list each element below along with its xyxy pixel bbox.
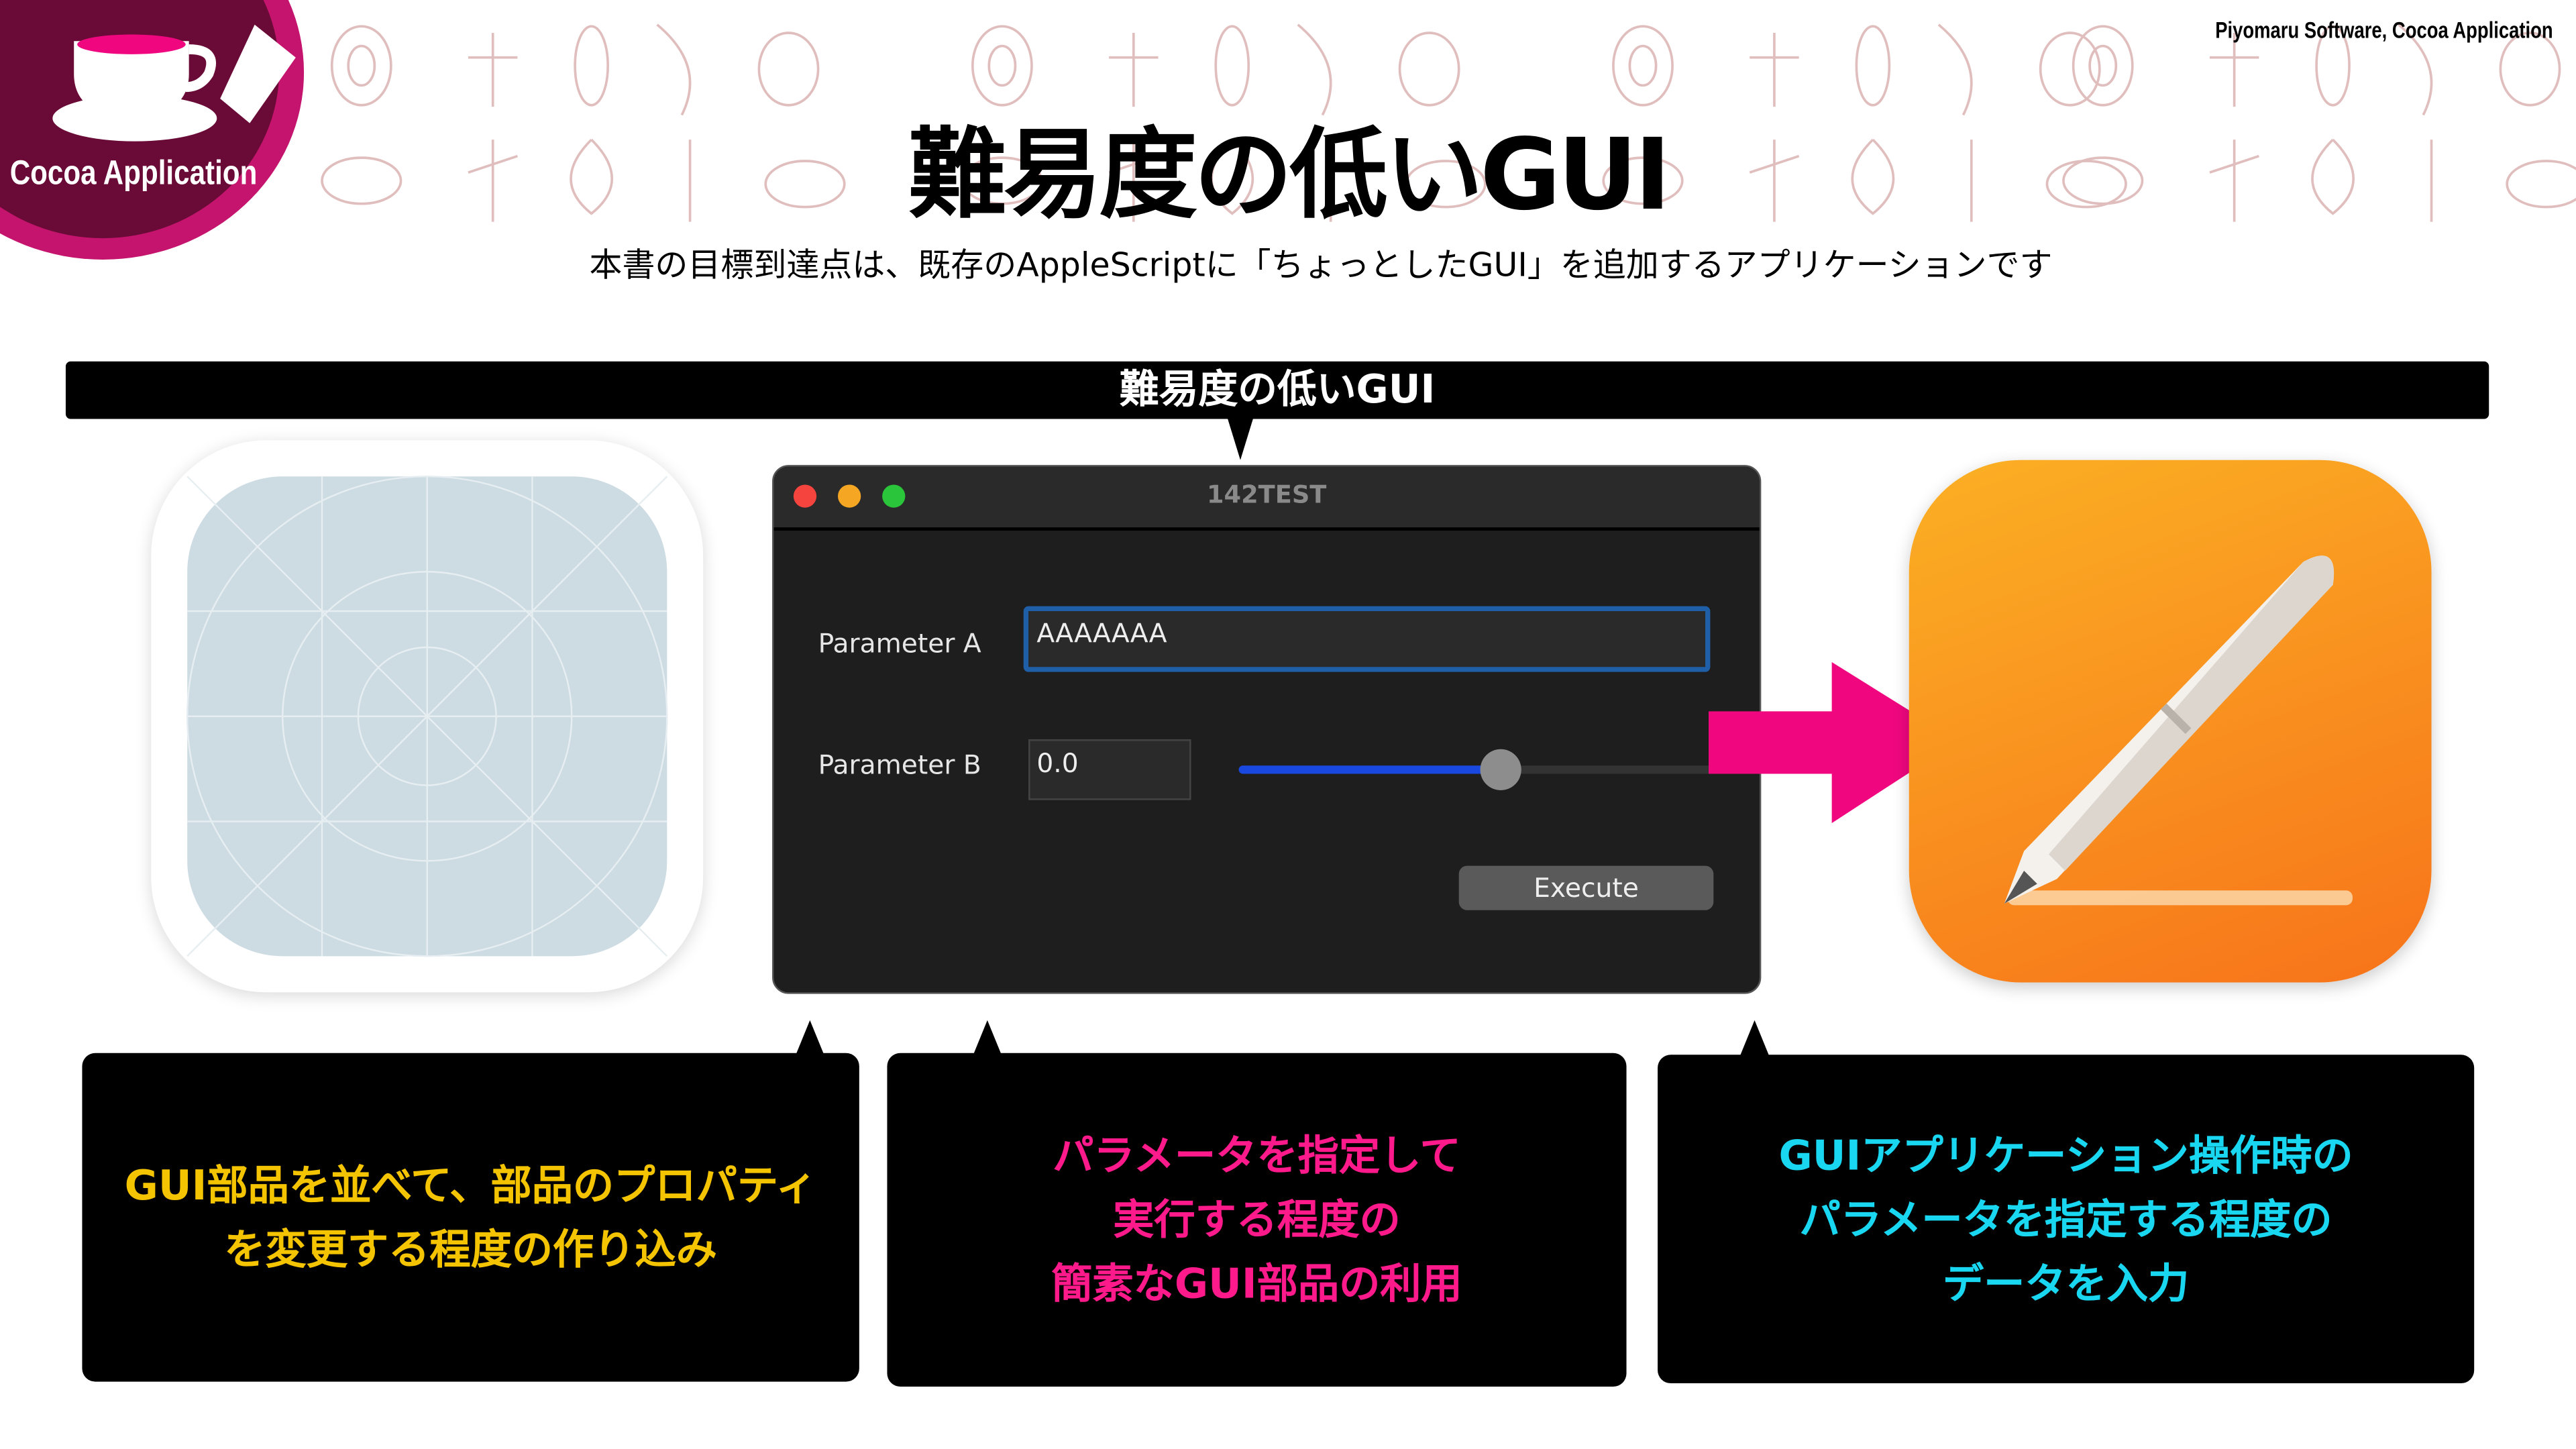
callout-line: GUI部品を並べて、部品のプロパティ	[124, 1161, 817, 1210]
logo-text: Cocoa Application	[9, 154, 258, 193]
page-subtitle: 本書の目標到達点は、既存のAppleScriptに「ちょっとしたGUI」を追加す…	[589, 244, 2053, 284]
close-button[interactable]	[793, 484, 817, 508]
parameter-b-slider[interactable]	[1238, 749, 1760, 790]
callout-line: データを入力	[1942, 1259, 2190, 1307]
callout-line: 実行する程度の	[1113, 1195, 1401, 1244]
coffee-cup-icon	[52, 24, 296, 142]
callout-line: を変更する程度の作り込み	[224, 1225, 717, 1273]
slider-knob[interactable]	[1479, 749, 1521, 790]
credit-text: Piyomaru Software, Cocoa Application	[2215, 16, 2553, 43]
box-pointer	[795, 1020, 825, 1057]
arrow-right-icon	[1708, 661, 1959, 823]
callout-line: GUIアプリケーション操作時の	[1778, 1131, 2353, 1179]
band-pointer	[1227, 417, 1254, 460]
parameter-a-label: Parameter A	[818, 627, 981, 659]
cocoa-pattern-background	[321, 23, 2576, 223]
minimize-button[interactable]	[837, 484, 861, 508]
page-title: 難易度の低いGUI	[908, 118, 1671, 233]
callout-line: パラメータを指定する程度の	[1799, 1195, 2332, 1243]
callout-box-center: パラメータを指定して実行する程度の簡素なGUI部品の利用	[887, 1053, 1627, 1387]
execute-button[interactable]: Execute	[1458, 865, 1714, 910]
callout-line: パラメータを指定して	[1053, 1132, 1461, 1180]
box-pointer	[1739, 1020, 1770, 1057]
box-pointer	[972, 1020, 1002, 1057]
zoom-button[interactable]	[882, 484, 906, 508]
slider-fill	[1238, 765, 1499, 774]
window-title: 142TEST	[1206, 480, 1327, 510]
section-band: 難易度の低いGUI	[65, 361, 2489, 419]
callout-box-left: GUI部品を並べて、部品のプロパティを変更する程度の作り込み	[82, 1053, 859, 1382]
parameter-a-input[interactable]: AAAAAAA	[1023, 606, 1711, 672]
pages-app-icon	[1909, 460, 2432, 983]
window-titlebar[interactable]: 142TEST	[773, 466, 1760, 531]
app-icon-template	[151, 440, 704, 993]
callout-box-right: GUIアプリケーション操作時のパラメータを指定する程度のデータを入力	[1658, 1055, 2475, 1384]
app-window: 142TEST Parameter A AAAAAAA Parameter B …	[772, 465, 1762, 994]
parameter-b-input[interactable]: 0.0	[1028, 739, 1191, 800]
callout-line: 簡素なGUI部品の利用	[1051, 1260, 1462, 1308]
parameter-b-label: Parameter B	[818, 749, 981, 781]
